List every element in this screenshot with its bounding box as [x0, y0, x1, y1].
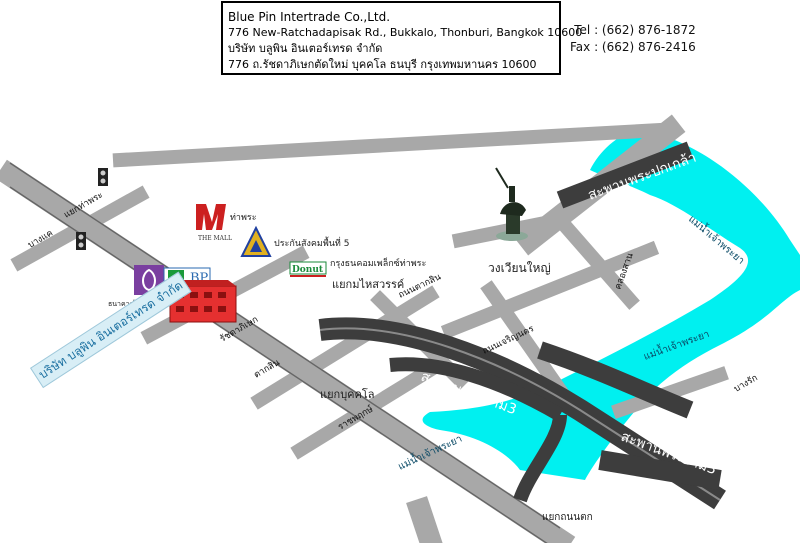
fax: Fax : (662) 876-2416: [570, 40, 696, 54]
road-label-fai-sawan: แยกมไหสวรรค์: [332, 278, 404, 291]
social-security-logo: [240, 225, 272, 257]
road-label-wongwian-yai: วงเวียนใหญ่: [488, 261, 551, 275]
traffic-light-icon: [76, 232, 86, 250]
computer-store-label: กรุงธนคอมเพล็กซ์ท่าพระ: [330, 256, 427, 269]
road-label-thanon-tok: แยกถนนตก: [542, 512, 593, 523]
company-name: Blue Pin Intertrade Co.,Ltd.: [228, 10, 391, 24]
road-edges: [9, 162, 561, 543]
traffic-light-icon: [98, 168, 108, 186]
bridges: [318, 141, 726, 510]
river: [422, 130, 800, 480]
company-address-en: 776 New-Ratchadapisak Rd., Bukkalo, Thon…: [228, 26, 583, 39]
telephone: Tel : (662) 876-1872: [574, 23, 696, 37]
company-address-th: 776 ถ.รัชดาภิเษกตัดใหม่ บุคคโล ธนบุรี กร…: [228, 58, 537, 71]
computer-store-logo-text: Donut: [292, 265, 324, 275]
company-name-th: บริษัท บลูพิน อินเตอร์เทรด จำกัด: [228, 42, 383, 55]
contact-info: Tel : (662) 876-1872 Fax : (662) 876-241…: [570, 22, 696, 56]
road-label-bukkalo: แยกบุคคโล: [320, 387, 375, 401]
the-mall-label: ท่าพระ: [230, 213, 257, 223]
the-mall-logo: THE MALL: [196, 204, 232, 242]
road-label-tak-sin-2: ตากสิน: [252, 357, 282, 381]
social-security-label: ประกันสังคมพื้นที่ 5: [274, 236, 349, 249]
road-label-bang-rak: บางรัก: [733, 373, 760, 394]
the-mall-logo-text: THE MALL: [198, 235, 232, 242]
computer-store-logo: Donut: [289, 261, 327, 277]
road-network: [10, 122, 729, 460]
monument-icon: [495, 167, 528, 241]
company-address-box: Blue Pin Intertrade Co.,Ltd. 776 New-Rat…: [221, 1, 583, 75]
